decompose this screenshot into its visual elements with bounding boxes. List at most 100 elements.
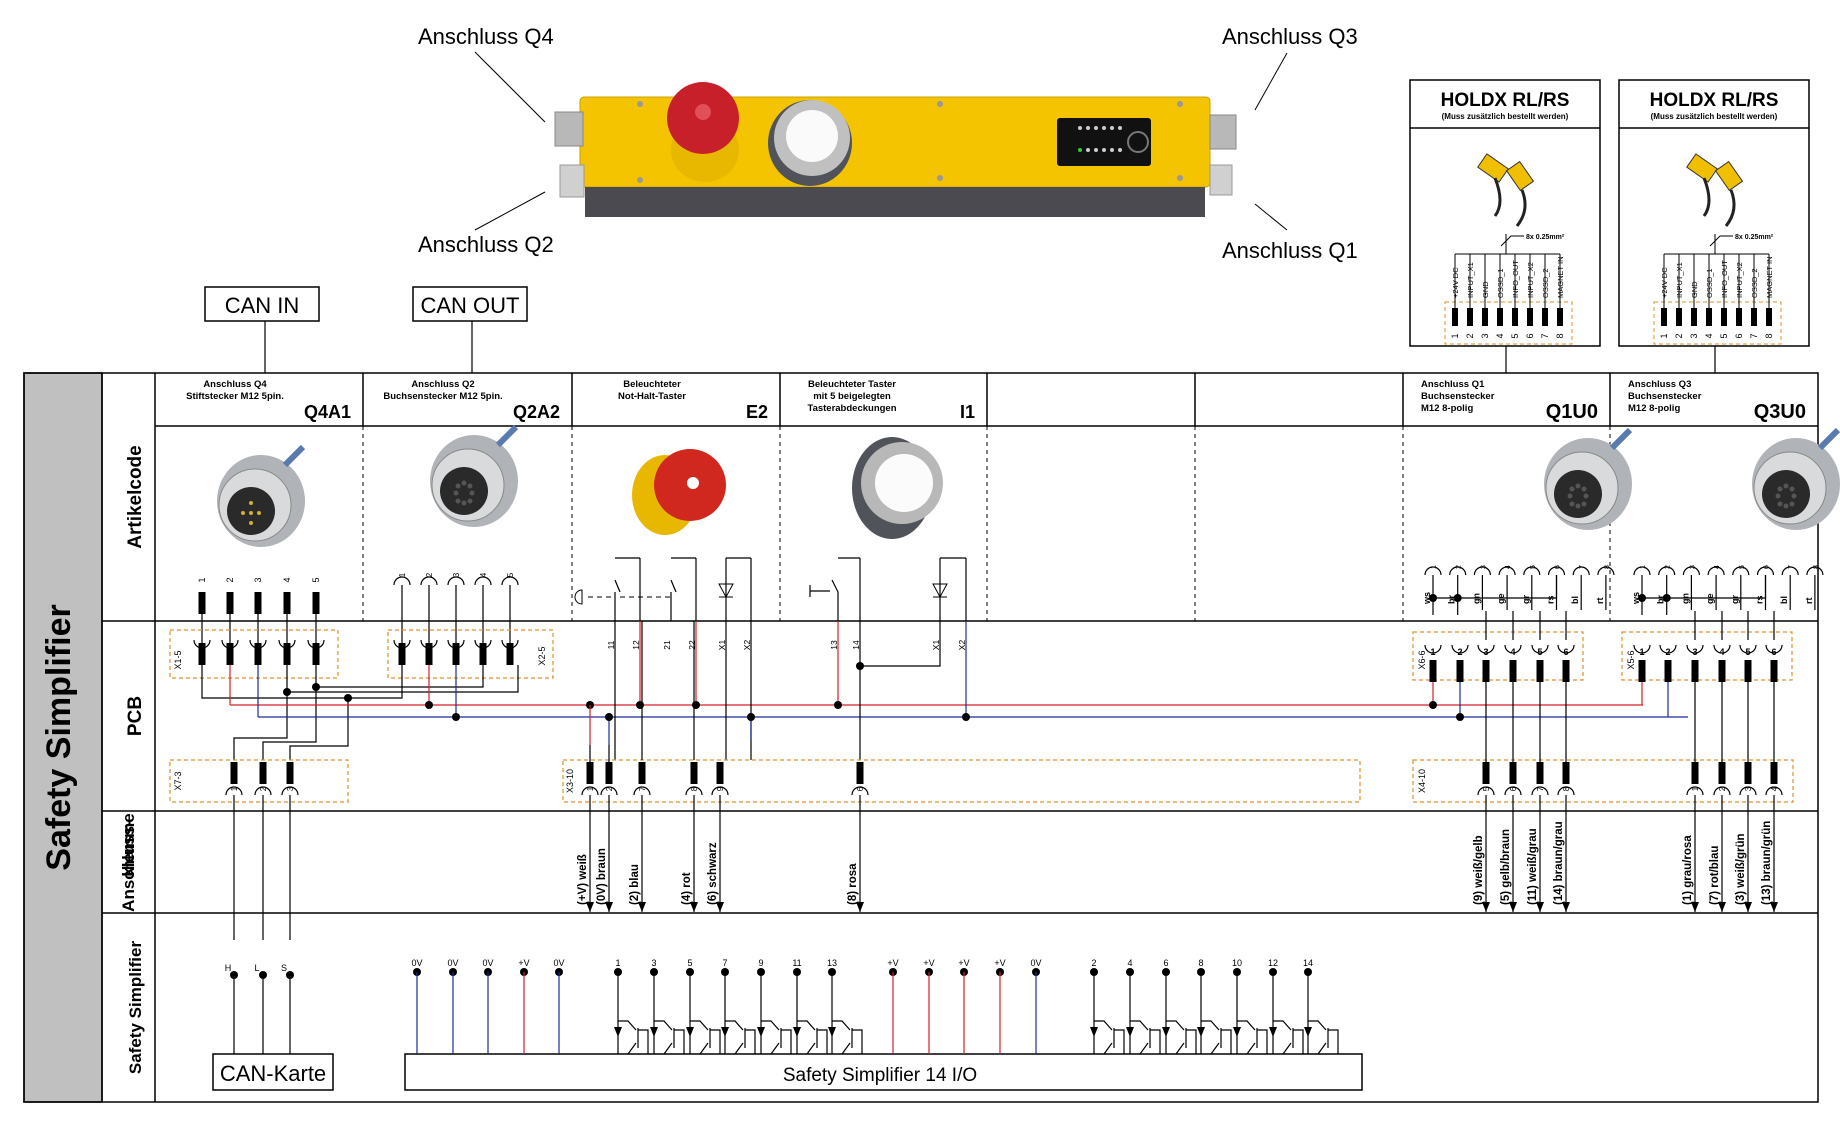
- pcb-socket: [1504, 644, 1522, 654]
- device-pin-label: 12: [631, 640, 641, 650]
- wire-color-code: ws: [1422, 592, 1432, 605]
- wire: [1221, 1029, 1232, 1054]
- pin-contact: [1562, 660, 1570, 682]
- pcb-pin-number: 5: [1482, 786, 1491, 791]
- pin-contact: [312, 643, 320, 665]
- holdx-pin-label: MAGNET IN: [1556, 256, 1565, 298]
- holdx-sensor-icon: [1477, 153, 1509, 183]
- wire: [1328, 1029, 1339, 1054]
- wire-color-code: bl: [1779, 596, 1789, 604]
- m12-socket: [1806, 566, 1824, 576]
- pcb-socket: [633, 786, 651, 796]
- connector-label: X5-6: [1626, 650, 1636, 669]
- wire: [654, 1020, 673, 1031]
- pcb-pin-number: 2: [605, 786, 614, 791]
- connector-x2-5: [387, 629, 554, 679]
- pin-number: 5: [311, 577, 321, 582]
- pcb-socket: [685, 786, 703, 796]
- column-description: Beleuchteter Taster: [808, 379, 896, 390]
- socket-dot: [1777, 501, 1783, 507]
- pcb-pin-number: 2: [1457, 647, 1462, 657]
- holdx-pin-label: OSSD_2: [1750, 268, 1759, 298]
- socket-dot: [455, 483, 461, 489]
- pin-contact: [286, 762, 294, 784]
- terminal-wire-label: (8) rosa: [847, 863, 859, 905]
- safety-simplifier-module-box: [404, 1053, 1363, 1091]
- pin-contact: [1744, 762, 1752, 784]
- holdx-pin-label: INPUT_X1: [1675, 262, 1684, 298]
- callout-line: [474, 51, 546, 123]
- wire-color-code: gr: [1730, 595, 1740, 604]
- row-label-pcb: PCB: [125, 696, 146, 736]
- holdx-cable-icon: [1702, 177, 1736, 227]
- input-pin-label: 10: [1232, 958, 1242, 968]
- pcb-socket: [1531, 786, 1549, 796]
- holdx-pin: [1691, 308, 1697, 326]
- pin-contact: [1509, 660, 1517, 682]
- device-pin-label: X2: [742, 640, 752, 651]
- wire: [1175, 1042, 1185, 1055]
- pin-number: 4: [282, 577, 292, 582]
- terminal-wire-label: (3) weiß/grün: [1735, 833, 1747, 905]
- m12-socket: [1572, 566, 1590, 576]
- holdx-cable-icon: [1493, 177, 1527, 227]
- connector-label: X1-5: [173, 650, 183, 669]
- column-description: mit 5 beigelegten: [813, 391, 891, 402]
- terminal-wire-label: (+V) weiß: [577, 854, 589, 905]
- callout-q2: Anschluss Q2: [418, 232, 554, 257]
- q2-socket: [420, 576, 438, 586]
- holdx-sensor-icon: [1686, 153, 1718, 183]
- can-out-label: CAN OUT: [421, 293, 520, 318]
- pcb-socket: [1739, 786, 1757, 796]
- pin-contact: [1456, 660, 1464, 682]
- terminal-wire-label: (13) braun/grün: [1761, 821, 1773, 905]
- holdx-pin-label: +24V DC: [1451, 267, 1460, 298]
- pcb-pin-number: 2: [1665, 647, 1670, 657]
- callout-q4: Anschluss Q4: [418, 24, 554, 49]
- junction-dot: [1638, 594, 1646, 602]
- wire: [1257, 1029, 1268, 1054]
- wire: [638, 1029, 649, 1054]
- holdx-pin-number: 3: [1689, 333, 1699, 338]
- wire: [1186, 1029, 1197, 1054]
- device-pin-label: 14: [851, 640, 861, 650]
- pcb-socket: [1557, 644, 1575, 654]
- wire: [289, 698, 349, 760]
- socket-dot: [1569, 486, 1575, 492]
- wire-color-code: rt: [1595, 597, 1605, 604]
- column-code: I1: [960, 402, 975, 422]
- can-out-box: [412, 286, 528, 322]
- wire: [1201, 1020, 1220, 1031]
- wire: [1293, 1029, 1304, 1054]
- column-description: Anschluss Q4: [203, 379, 267, 390]
- pcb-pin-number: 6: [1563, 647, 1568, 657]
- pcb-socket: [581, 786, 599, 796]
- pcb-pin-number: 7: [638, 786, 647, 791]
- pcb-pin-number: 1: [1691, 786, 1700, 791]
- holdx-pin: [1482, 308, 1488, 326]
- socket-dot: [1775, 493, 1781, 499]
- can-pin-label: L: [254, 963, 259, 973]
- wire: [761, 1020, 780, 1031]
- socket-dot: [1789, 486, 1795, 492]
- pcb-pin-number: 1: [586, 786, 595, 791]
- m12-socket: [1781, 566, 1799, 576]
- can-pin-label: H: [225, 963, 232, 973]
- arrow-icon: [586, 902, 594, 912]
- holdx-pin-label: OSSD_1: [1496, 268, 1505, 298]
- pin-number: 4: [479, 572, 488, 577]
- connector-x1-5: [169, 629, 339, 679]
- power-pin-label: +V: [994, 958, 1005, 968]
- holdx-pin-label: GND: [1690, 281, 1699, 298]
- socket-dot: [1581, 486, 1587, 492]
- m12-socket: [1597, 566, 1615, 576]
- pcb-pin-number: 2: [1718, 786, 1727, 791]
- holdx-connector-box: [1444, 301, 1573, 345]
- pcb-socket: [1451, 644, 1469, 654]
- holdx-pin-number: 8: [1764, 333, 1774, 338]
- socket-dot: [1575, 503, 1581, 509]
- pcb-pin-number: 1: [1430, 647, 1435, 657]
- input-pin-label: 5: [687, 958, 692, 968]
- holdx-actuator-icon: [1714, 160, 1744, 192]
- socket-dot: [1583, 493, 1589, 499]
